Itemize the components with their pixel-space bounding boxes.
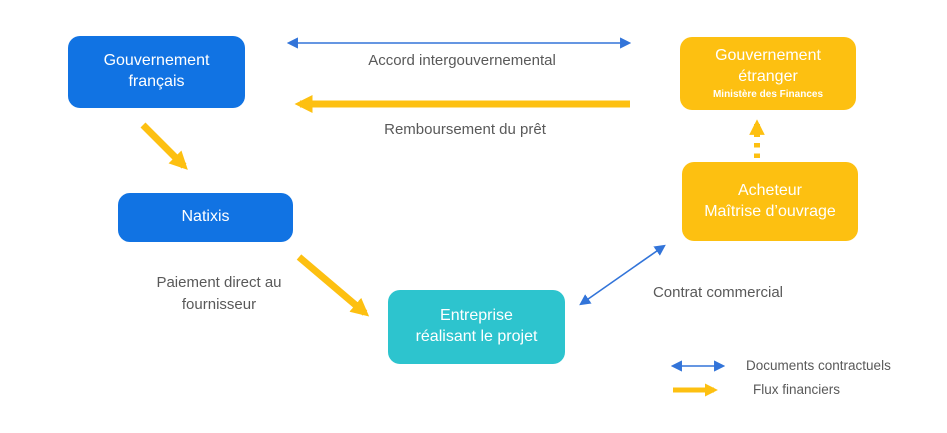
node-acheteur-maitrise-ouvrage: Acheteur Maîtrise d’ouvrage — [682, 162, 858, 241]
node-natixis: Natixis — [118, 193, 293, 242]
legend-documents-contractuels-label: Documents contractuels — [746, 358, 891, 373]
edge-label-accord-intergouvernemental: Accord intergouvernemental — [368, 52, 556, 69]
node-label: Entreprise réalisant le projet — [415, 307, 538, 345]
node-label: Natixis — [181, 208, 230, 226]
edge-label-contrat-commercial: Contrat commercial — [652, 284, 784, 301]
edge-label-remboursement-du-pret: Remboursement du prêt — [384, 121, 546, 138]
node-entreprise-realisant-projet: Entreprise réalisant le projet — [388, 290, 565, 364]
node-label: Gouvernement français — [103, 52, 210, 90]
edge-label-paiement-direct-fournisseur: Paiement direct au fournisseur — [156, 274, 282, 313]
node-label: Gouvernement étranger — [715, 47, 821, 85]
node-gouvernement-francais: Gouvernement français — [68, 36, 245, 108]
node-gouvernement-etranger: Gouvernement étranger Ministère des Fina… — [680, 37, 856, 110]
arrow-govfr-to-natixis — [140, 122, 188, 170]
legend-flux-financiers-label: Flux financiers — [753, 382, 841, 397]
node-label: Acheteur Maîtrise d’ouvrage — [704, 181, 836, 220]
node-sublabel: Ministère des Finances — [712, 88, 824, 100]
